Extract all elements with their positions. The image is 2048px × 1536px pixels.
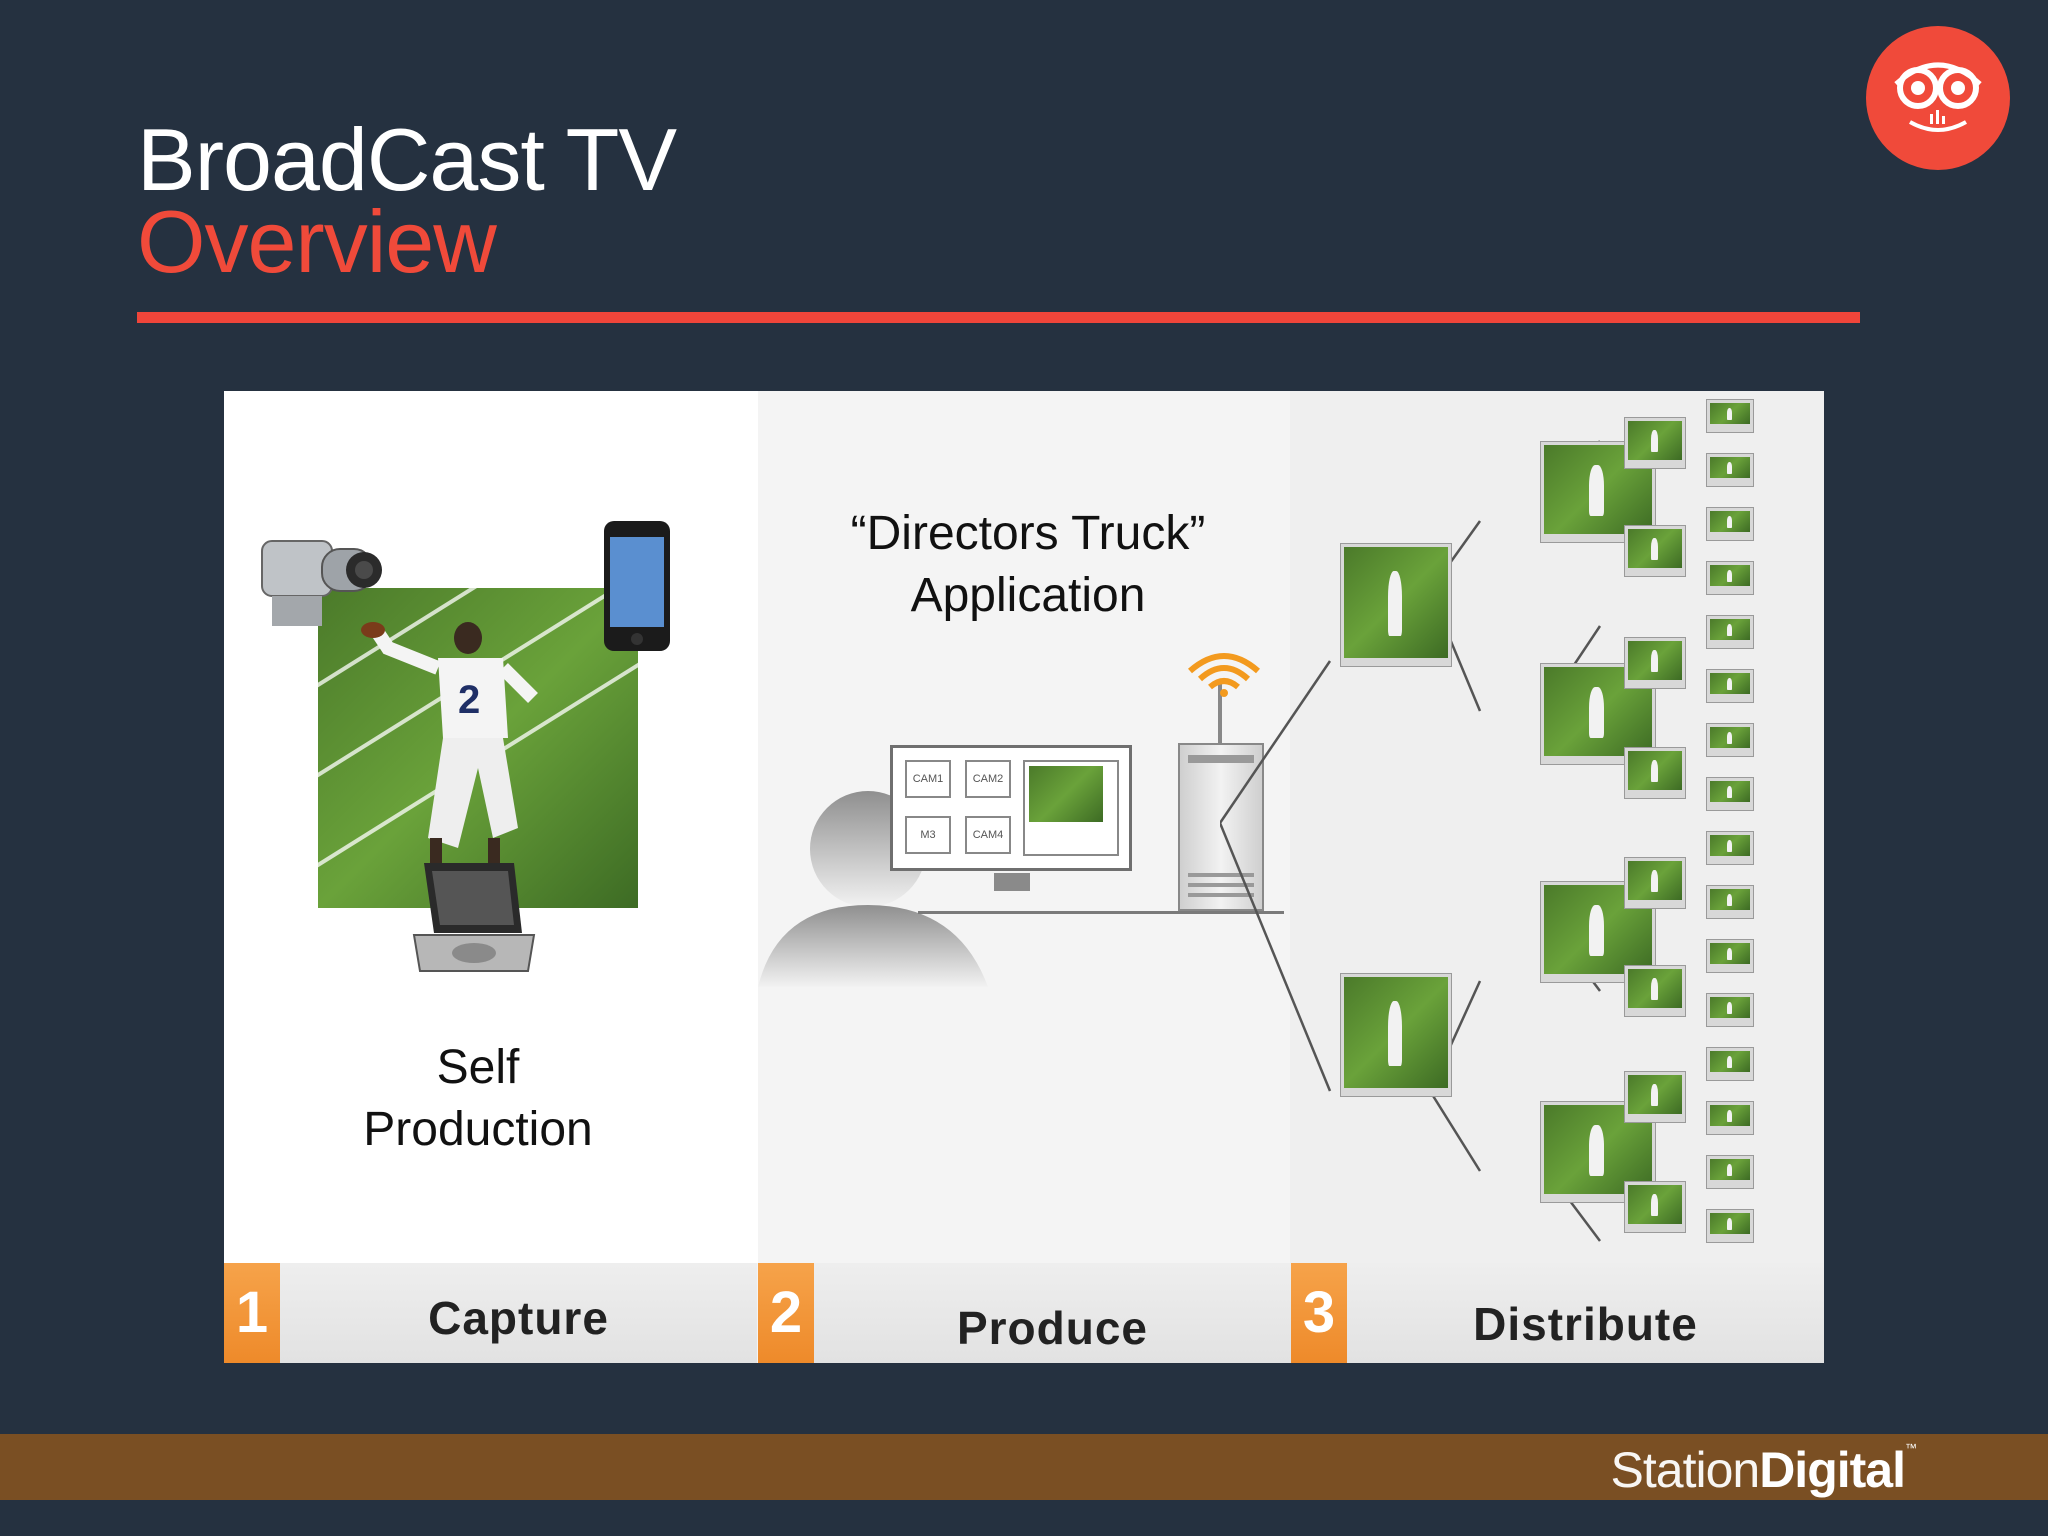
broadcast-workflow-diagram: 2 Self xyxy=(224,391,1824,1363)
slide-title: BroadCast TV xyxy=(137,110,677,209)
smartphone-icon xyxy=(604,521,670,651)
distribution-screen xyxy=(1624,1071,1686,1123)
svg-text:2: 2 xyxy=(458,678,480,722)
wifi-signal-icon xyxy=(1188,653,1260,697)
capture-caption-line2: Production xyxy=(363,1103,593,1156)
monitor-label-cam3: M3 xyxy=(905,816,951,854)
monitor-preview xyxy=(1023,760,1119,856)
monitor-label-cam4: CAM4 xyxy=(965,816,1011,854)
station-digital-brand: StationDigital™ xyxy=(1610,1441,1917,1499)
portable-dvd-player-icon xyxy=(412,863,536,972)
monitor-label-cam1: CAM1 xyxy=(905,760,951,798)
produce-caption-line2: Application xyxy=(910,569,1146,622)
capture-caption-line1: Self xyxy=(436,1041,520,1094)
distribution-screen xyxy=(1624,965,1686,1017)
brand-bold: Digital xyxy=(1759,1442,1906,1498)
step-number-1: 1 xyxy=(224,1263,280,1363)
brand-light: Station xyxy=(1610,1442,1761,1498)
distribution-leaf-column xyxy=(1706,399,1756,1259)
step-distribute: 3 Distribute xyxy=(1291,1263,1824,1363)
step-label-produce: Produce xyxy=(956,1302,1149,1354)
produce-caption-line1: “Directors Truck” xyxy=(850,507,1206,560)
director-monitor: CAM1 CAM2 M3 CAM4 xyxy=(890,745,1132,871)
owl-headphones-logo-icon xyxy=(1866,26,2010,170)
step-capture: 1 Capture xyxy=(224,1263,757,1363)
monitor-stand xyxy=(994,873,1030,891)
footer-bar xyxy=(0,1434,2048,1500)
title-divider xyxy=(137,312,1860,323)
capture-panel: 2 Self xyxy=(224,391,758,1263)
brand-trademark: ™ xyxy=(1905,1441,1917,1455)
step-number-3: 3 xyxy=(1291,1263,1347,1363)
distribution-screen xyxy=(1624,857,1686,909)
distribute-panel xyxy=(1220,391,1824,1263)
step-label-capture: Capture xyxy=(428,1292,609,1344)
distribution-screen xyxy=(1340,543,1452,667)
distribution-screen xyxy=(1624,1181,1686,1233)
produce-panel: “Directors Truck” Application CAM1 CAM2 … xyxy=(758,391,1290,1263)
step-number-2: 2 xyxy=(758,1263,814,1363)
step-produce: 2 Produce xyxy=(758,1263,1291,1363)
distribution-screen xyxy=(1624,525,1686,577)
distribution-screen xyxy=(1624,637,1686,689)
camcorder-icon xyxy=(261,540,382,626)
distribution-screen xyxy=(1340,973,1452,1097)
desk-line xyxy=(918,911,1284,914)
distribution-screen xyxy=(1624,747,1686,799)
distribution-screen xyxy=(1624,417,1686,469)
football-photo: 2 xyxy=(318,588,638,908)
antenna xyxy=(1218,683,1222,745)
slide-subtitle: Overview xyxy=(137,192,497,291)
monitor-label-cam2: CAM2 xyxy=(965,760,1011,798)
step-label-distribute: Distribute xyxy=(1473,1298,1698,1350)
